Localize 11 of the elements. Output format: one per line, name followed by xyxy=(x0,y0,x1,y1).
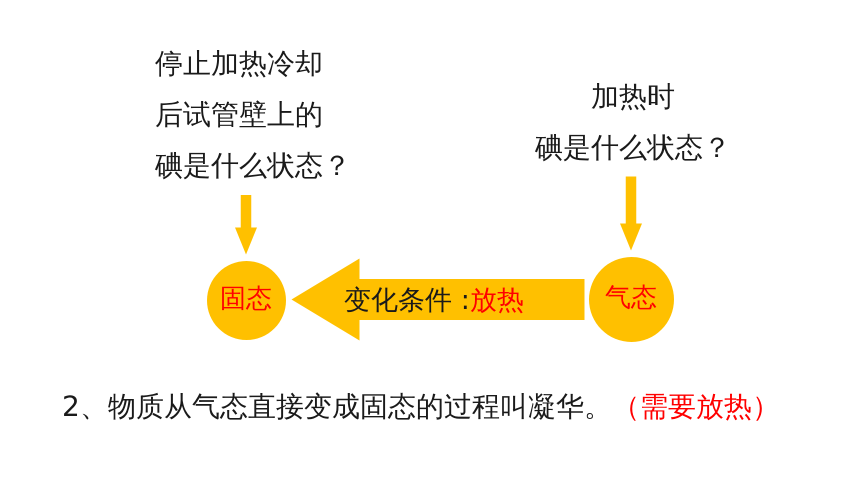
question-text: 加热时碘是什么状态？ xyxy=(530,70,736,172)
state-circle xyxy=(588,256,674,342)
state-label: 气态 xyxy=(605,283,657,315)
state-label: 固态 xyxy=(220,284,272,316)
edge-label: 变化条件 :放热 xyxy=(344,284,524,317)
arrow xyxy=(620,176,642,250)
state-circle xyxy=(206,260,286,340)
question-text: 停止加热冷却后试管壁上的碘是什么状态？ xyxy=(155,38,361,191)
arrow xyxy=(235,195,257,254)
block-arrow xyxy=(292,258,584,340)
note-text: 2、物质从气态直接变成固态的过程叫凝华。（需要放热） xyxy=(62,390,780,424)
